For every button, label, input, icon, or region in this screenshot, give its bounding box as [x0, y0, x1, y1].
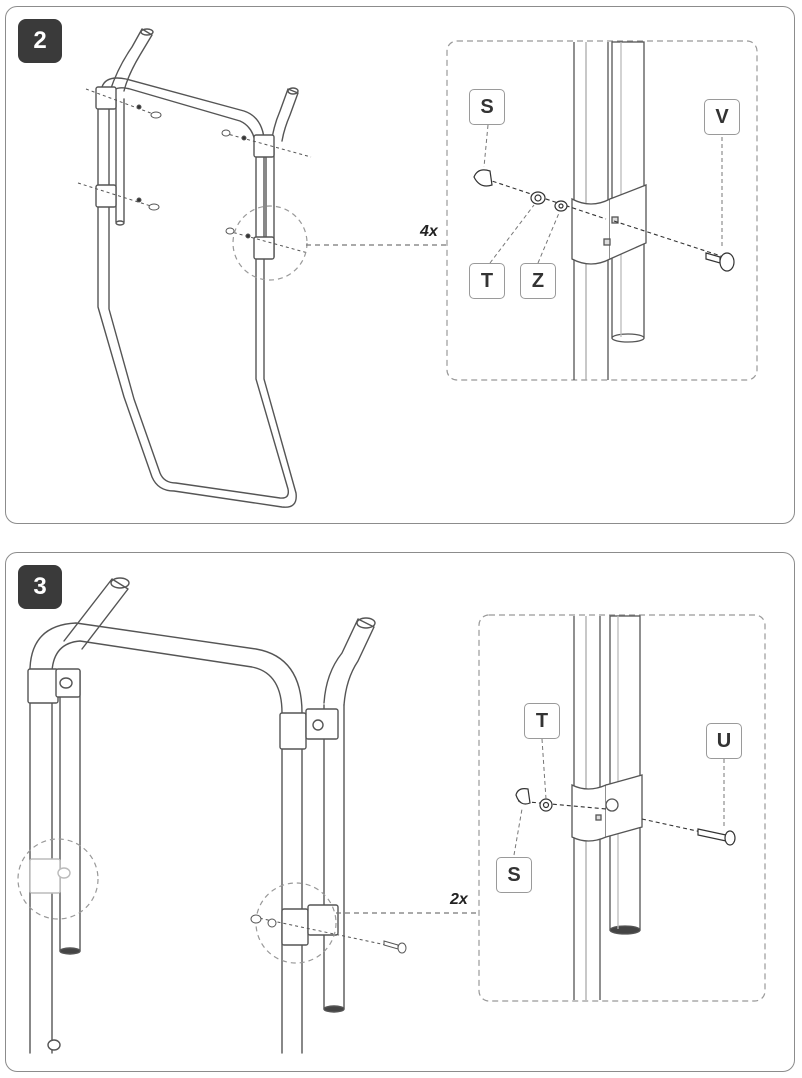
label-leaders [513, 738, 725, 856]
step-number-badge: 3 [18, 565, 62, 609]
quantity-multiplier: 2x [450, 891, 468, 908]
hardware-axes [77, 88, 312, 254]
handle-frame [95, 28, 299, 508]
part-label-t: T [469, 263, 505, 299]
step-3-panel: 3 [5, 552, 795, 1072]
label-leaders [483, 124, 723, 264]
detail-callout-circle [232, 205, 308, 281]
detail-callout-circle-left [17, 838, 99, 920]
step-2-panel: 2 [5, 6, 795, 524]
detail-tubes [571, 41, 647, 380]
part-label-s: S [496, 857, 532, 893]
step-2-illustration [77, 28, 758, 508]
handle-frame [27, 577, 376, 1054]
detail-axis [485, 178, 725, 258]
step-number-badge: 2 [18, 19, 62, 63]
part-label-z: Z [520, 263, 556, 299]
detail-axis [517, 800, 707, 834]
detail-callout-circle-right [255, 882, 337, 964]
part-label-s: S [469, 89, 505, 125]
part-label-t: T [524, 703, 560, 739]
step-3-illustration [17, 577, 766, 1054]
quantity-multiplier: 4x [420, 223, 438, 240]
detail-tubes [571, 615, 643, 1000]
part-label-u: U [706, 723, 742, 759]
part-label-v: V [704, 99, 740, 135]
hardware-parts [250, 914, 407, 954]
hardware-parts [136, 104, 251, 239]
detail-hardware [473, 169, 735, 272]
detail-hardware [515, 788, 736, 846]
